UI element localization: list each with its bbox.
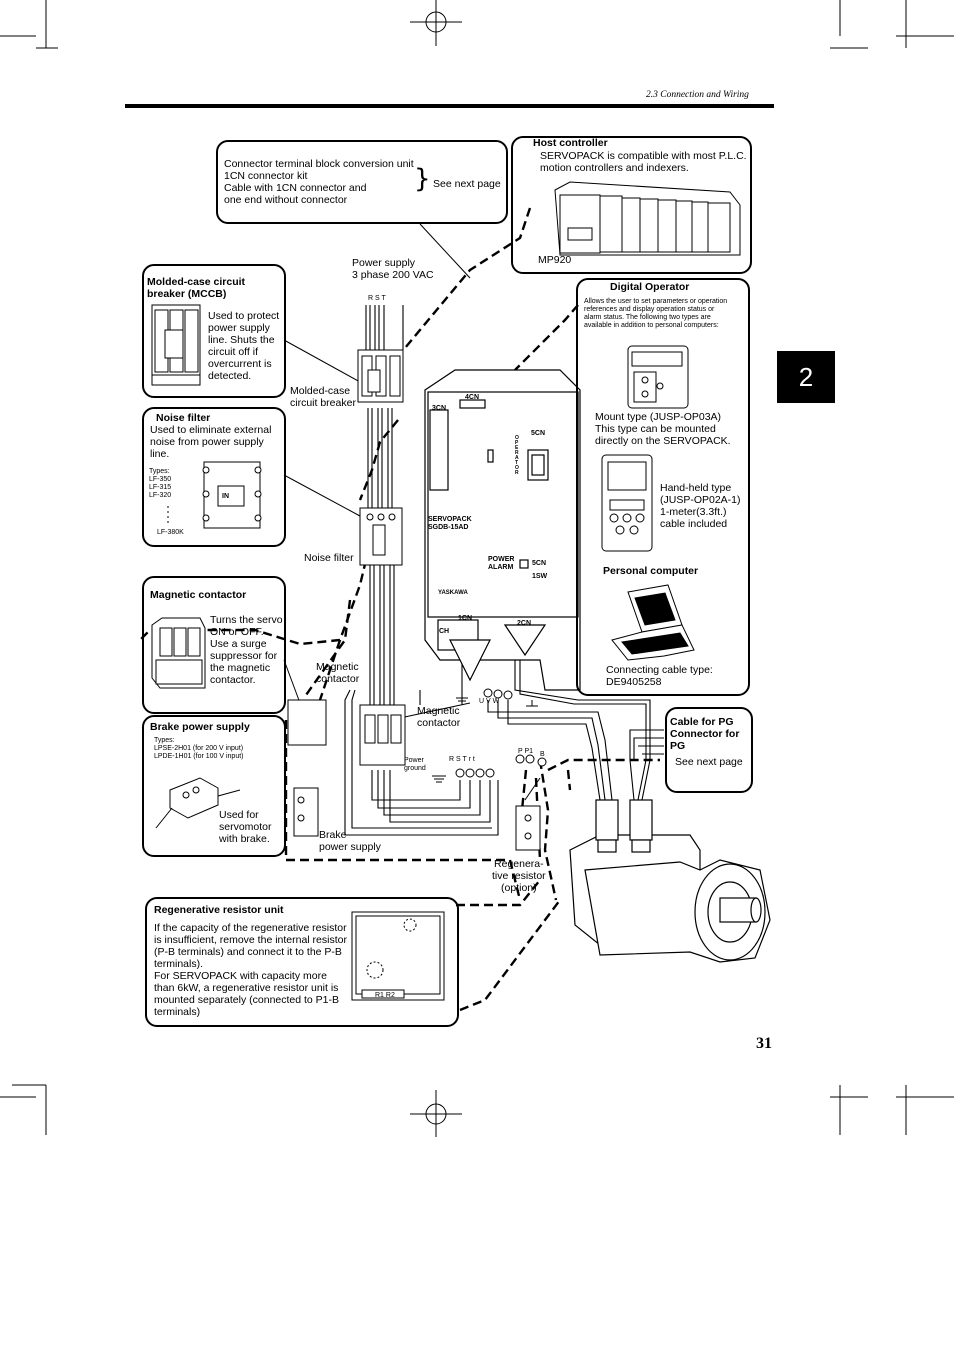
digital-operator-box — [576, 278, 750, 696]
noise-filter-in-label: IN — [222, 493, 229, 500]
magnetic-contactor-label-2: Magnetic contactor — [417, 705, 461, 729]
pg-cable-box — [665, 707, 753, 793]
mount-type-label: Mount type (JUSP-OP03A) This type can be… — [595, 411, 731, 447]
regen-unit-title: Regenerative resistor unit — [154, 904, 284, 916]
servopack-2cn: 2CN — [517, 620, 532, 627]
host-controller-title: Host controller — [533, 137, 608, 149]
servopack-ch: CH — [439, 628, 450, 635]
servopack-model: SERVOPACK SGDB-15AD — [428, 516, 472, 531]
magnetic-contactor-label-1: Magnetic contactor — [316, 661, 360, 685]
servopack-4cn: 4CN — [465, 394, 480, 401]
personal-computer-title: Personal computer — [603, 565, 699, 577]
brake-power-leader-label: Brake power supply — [319, 829, 381, 853]
regen-unit-terminals: R1 R2 — [375, 992, 395, 999]
phase-labels: R S T — [368, 295, 386, 302]
terminal-rst: R S T r t — [449, 756, 475, 763]
pg-cable-title: Cable for PG Connector for PG — [670, 716, 740, 752]
chapter-tab: 2 — [777, 351, 835, 403]
noise-filter-box — [142, 407, 286, 547]
brace-icon: } — [414, 164, 431, 194]
brake-power-desc: Used for servomotor with brake. — [219, 809, 272, 845]
regen-unit-box — [145, 897, 459, 1027]
digital-operator-desc: Allows the user to set parameters or ope… — [584, 298, 728, 329]
brake-power-types: Types: LPSE-2H01 (for 200 V input) LPDE-… — [154, 737, 244, 760]
servopack-5cn: 5CN — [532, 560, 547, 567]
host-controller-box — [511, 136, 752, 274]
power-ground-label: Power ground — [404, 757, 426, 772]
mccb-desc: Used to protect power supply line. Shuts… — [208, 310, 280, 382]
digital-operator-title: Digital Operator — [610, 281, 690, 293]
servopack-1sw: 1SW — [532, 573, 548, 580]
connector-kit-box — [216, 140, 508, 224]
mccb-box — [142, 264, 286, 398]
connector-kit-text: Connector terminal block conversion unit… — [224, 158, 414, 206]
pc-cable-label: Connecting cable type: DE9405258 — [606, 664, 713, 688]
magnetic-contactor-title: Magnetic contactor — [150, 589, 247, 601]
noise-filter-desc: Used to eliminate external noise from po… — [150, 424, 272, 460]
handheld-type-label: Hand-held type (JUSP-OP02A-1) 1-meter(3.… — [660, 482, 741, 530]
servopack-5cn-top: 5CN — [531, 430, 546, 437]
mccb-leader-label: Molded-case circuit breaker — [290, 385, 356, 409]
connector-see-next: See next page — [433, 178, 501, 190]
mp920-label: MP920 — [538, 254, 572, 266]
page-number: 31 — [756, 1035, 772, 1052]
magnetic-contactor-desc: Turns the servo ON or OFF. Use a surge s… — [210, 614, 283, 686]
terminal-b: B — [540, 751, 545, 758]
regen-unit-desc: If the capacity of the regenerative resi… — [154, 922, 347, 1018]
host-controller-desc: SERVOPACK is compatible with most P.L.C.… — [540, 150, 747, 174]
regen-resistor-label: Regenera- tive resistor (option) — [492, 858, 546, 894]
servopack-operator: O P E R A T O R — [515, 435, 519, 476]
power-supply-label: Power supply 3 phase 200 VAC — [352, 257, 434, 281]
servopack-1cn: 1CN — [458, 615, 473, 622]
brake-power-box — [142, 715, 286, 857]
mccb-title: Molded-case circuit breaker (MCCB) — [147, 276, 246, 300]
servopack-3cn: 3CN — [432, 405, 447, 412]
noise-filter-leader-label: Noise filter — [304, 552, 354, 564]
servopack-brand: YASKAWA — [438, 590, 468, 596]
pg-see-next: See next page — [675, 756, 743, 768]
noise-filter-title: Noise filter — [156, 412, 211, 424]
magnetic-contactor-box — [142, 576, 286, 714]
terminal-pp1: P P1 — [518, 748, 534, 755]
noise-filter-types: Types: LF-350 LF-315 LF-320 — [149, 468, 172, 499]
brake-power-title: Brake power supply — [150, 721, 250, 733]
terminal-uvw: U V W — [479, 698, 500, 705]
running-header: 2.3 Connection and Wiring — [646, 90, 749, 100]
servopack-power-alarm: POWER ALARM — [488, 556, 515, 571]
noise-filter-last-type: LF-380K — [157, 529, 184, 536]
